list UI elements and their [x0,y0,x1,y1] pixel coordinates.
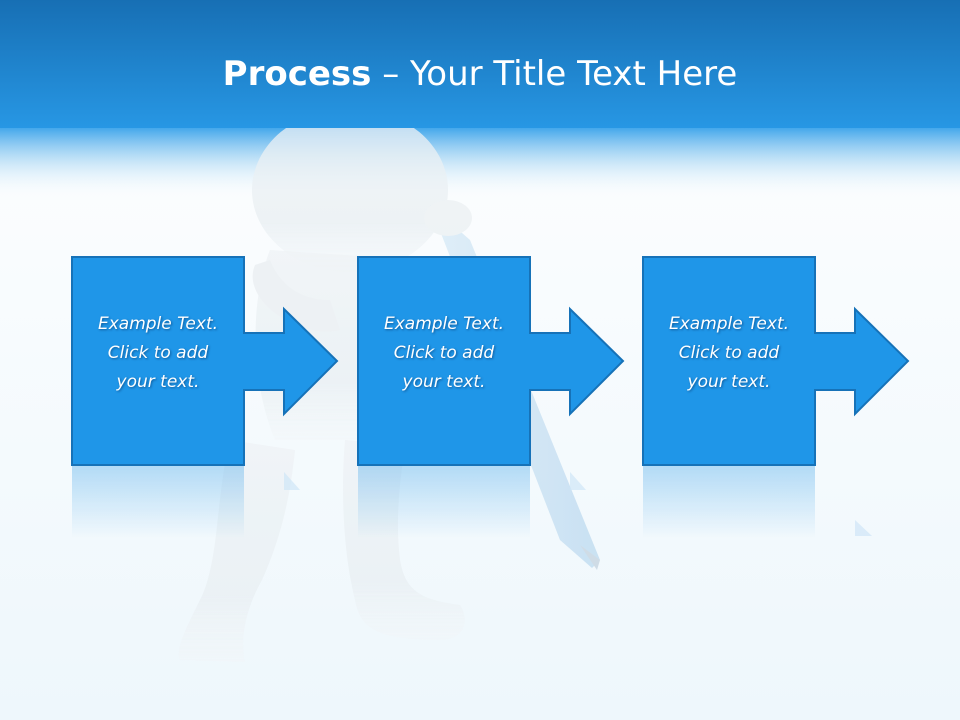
step-2-line-2: Click to add [393,343,495,363]
step-3-arrow-box[interactable] [642,256,910,466]
step-1-line-3: your text. [116,372,200,392]
step-1-line-1: Example Text. [97,314,219,334]
step-2-arrow-box[interactable] [357,256,625,466]
step-2-line-3: your text. [402,372,486,392]
step-1-text[interactable]: Example Text. Click to add your text. [72,310,244,397]
step-3-arrow-reflection [855,520,872,536]
step-2-line-1: Example Text. [383,314,505,334]
title-separator: – [371,54,411,94]
process-step-1[interactable] [71,256,339,538]
step-2-text[interactable]: Example Text. Click to add your text. [358,310,530,397]
step-3-reflection [643,466,815,538]
title-bold-text: Process [222,54,372,94]
step-3-line-1: Example Text. [668,314,790,334]
step-1-arrow-reflection [284,472,300,490]
step-1-arrow-box[interactable] [71,256,339,466]
title-bar [0,0,960,128]
process-step-3[interactable] [642,256,910,538]
step-3-text[interactable]: Example Text. Click to add your text. [643,310,815,397]
step-3-line-3: your text. [687,372,771,392]
step-1-line-2: Click to add [107,343,209,363]
process-step-2[interactable] [357,256,625,538]
slide-title[interactable]: Process – Your Title Text Here [0,52,960,96]
step-2-arrow-reflection [570,472,586,490]
step-2-reflection [358,466,530,538]
title-rest-text: Your Title Text Here [410,54,738,94]
step-3-line-2: Click to add [678,343,780,363]
step-1-reflection [72,466,244,538]
